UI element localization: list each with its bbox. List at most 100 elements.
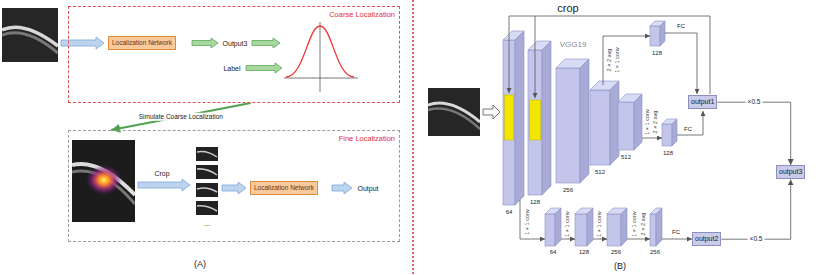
channel-count: 64 bbox=[506, 209, 513, 215]
edge-label: Simulate Coarse Localization bbox=[137, 112, 225, 121]
stage-region: Fine LocalizationLocalization Network bbox=[68, 130, 400, 242]
branch-wire bbox=[520, 200, 545, 239]
channel-count: 512 bbox=[621, 154, 631, 160]
block-side bbox=[660, 21, 665, 46]
network-box: Localization Network bbox=[250, 181, 318, 195]
operation-label: 1 × 1 conv bbox=[645, 109, 651, 135]
heatmap-image bbox=[72, 140, 135, 222]
channel-count: 128 bbox=[579, 249, 589, 255]
output-box: output2 bbox=[692, 232, 721, 246]
flow-arrow bbox=[192, 38, 218, 48]
branch-wire bbox=[662, 239, 692, 240]
channel-count: 256 bbox=[563, 187, 573, 193]
image-ground bbox=[2, 8, 58, 62]
box-text: Localization Network bbox=[254, 184, 314, 192]
panel-label: (A) bbox=[194, 260, 206, 269]
flow-arrow bbox=[246, 63, 282, 73]
crop-label: crop bbox=[557, 3, 578, 14]
region-title: Coarse Localization bbox=[329, 10, 395, 19]
channel-count: 512 bbox=[595, 169, 605, 175]
plot-axis bbox=[284, 78, 358, 79]
tissue-band bbox=[197, 152, 217, 157]
edge-label: ×0.5 bbox=[746, 98, 763, 107]
branch-wire bbox=[561, 239, 575, 240]
block-side bbox=[621, 208, 627, 246]
output-box: output3 bbox=[776, 165, 805, 179]
image-ground bbox=[72, 140, 135, 222]
block-side bbox=[587, 208, 593, 246]
tissue-band bbox=[197, 188, 217, 192]
simulate-arrow bbox=[111, 103, 250, 130]
crop-wire bbox=[509, 16, 710, 94]
edge-label: ×0.5 bbox=[748, 235, 765, 244]
operation-label: 1 × 1 conv bbox=[597, 211, 603, 237]
box-text: output1 bbox=[691, 98, 714, 106]
block-side bbox=[515, 31, 524, 205]
branch-wire bbox=[627, 239, 650, 240]
block-side bbox=[580, 59, 589, 183]
channel-count: 128 bbox=[530, 199, 540, 205]
box-text: output3 bbox=[779, 168, 802, 176]
branch-wire bbox=[593, 239, 607, 240]
oct-image bbox=[428, 88, 480, 136]
branch-wire bbox=[665, 33, 697, 94]
block-side bbox=[610, 81, 619, 165]
block-face bbox=[650, 214, 656, 246]
box-text: Localization Network bbox=[112, 39, 172, 47]
flow-arrow bbox=[222, 182, 246, 194]
block-face bbox=[662, 124, 672, 146]
operation-label: 1 × 1 conv bbox=[615, 47, 621, 73]
tissue-band bbox=[197, 206, 217, 211]
tissue-band bbox=[197, 169, 217, 175]
operation-label: 2 × 2 avg bbox=[653, 111, 659, 134]
block-side bbox=[555, 208, 561, 246]
gaussian-curve bbox=[286, 26, 354, 77]
patch-image bbox=[196, 165, 218, 179]
block-side bbox=[656, 208, 662, 246]
flow-arrow bbox=[138, 179, 190, 191]
panel-divider bbox=[412, 0, 414, 275]
layer-label: FC bbox=[677, 23, 685, 29]
box-text: output2 bbox=[695, 235, 718, 243]
block-face bbox=[590, 90, 610, 165]
operation-label: 2 × 2 avg bbox=[607, 49, 613, 72]
block-side bbox=[672, 119, 677, 146]
tissue-band bbox=[428, 109, 480, 129]
channel-count: 256 bbox=[611, 249, 621, 255]
channel-count: 128 bbox=[652, 50, 662, 56]
block-face bbox=[575, 214, 587, 246]
block-face bbox=[650, 26, 660, 46]
branch-wire bbox=[677, 111, 703, 135]
network-box: Localization Network bbox=[108, 36, 176, 50]
operation-label: 2 × 2 avg bbox=[641, 213, 647, 236]
patch-image bbox=[196, 183, 218, 197]
branch-wire bbox=[642, 138, 662, 139]
block-face bbox=[556, 68, 580, 183]
tissue-band bbox=[2, 33, 58, 53]
flow-arrow bbox=[332, 182, 352, 194]
output-label: Output3 bbox=[223, 40, 248, 47]
channel-count: 128 bbox=[663, 150, 673, 156]
vgg-blocks bbox=[503, 21, 677, 246]
crop-wire bbox=[535, 16, 536, 98]
gaussian-plot bbox=[284, 22, 358, 92]
layer-label: FC bbox=[684, 126, 692, 132]
block-face bbox=[545, 214, 555, 246]
region-title: Fine Localization bbox=[339, 134, 395, 143]
channel-count: 64 bbox=[550, 249, 557, 255]
output-box: output1 bbox=[688, 95, 717, 109]
flow-arrow bbox=[252, 38, 280, 48]
stage-region: Coarse LocalizationLocalization Network bbox=[68, 6, 400, 103]
weight-connector bbox=[717, 102, 790, 165]
panel-label: (B) bbox=[614, 262, 626, 271]
weight-connector bbox=[721, 179, 790, 239]
crop-region bbox=[505, 95, 514, 140]
channel-count: 256 bbox=[650, 249, 660, 255]
block-face bbox=[607, 214, 621, 246]
patch-image bbox=[196, 201, 218, 215]
step-label: Crop bbox=[154, 170, 169, 177]
target-label: Label bbox=[223, 65, 240, 72]
network-wires bbox=[509, 16, 710, 239]
tissue-band bbox=[72, 164, 135, 195]
